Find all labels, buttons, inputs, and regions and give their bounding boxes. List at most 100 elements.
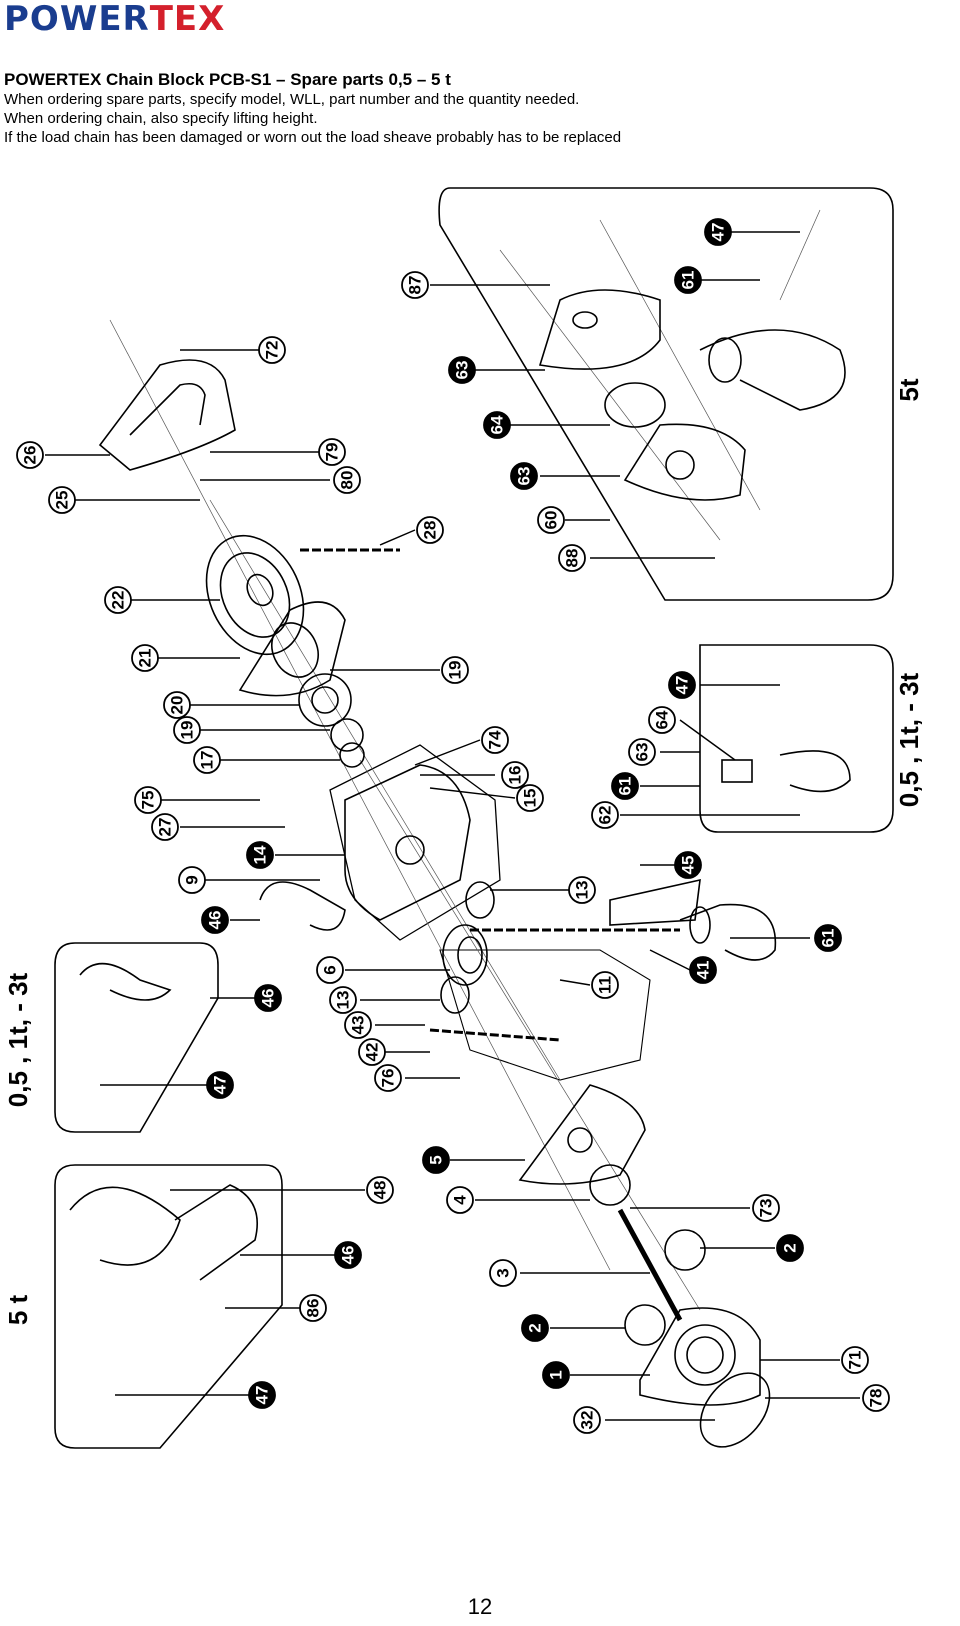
page-number: 12 (467, 1594, 493, 1619)
part-number-label: 42 (363, 1043, 382, 1062)
part-callout-61: 61 (814, 924, 842, 952)
callout-circle (422, 1146, 450, 1174)
part-number-label: 1 (547, 1370, 566, 1379)
part-number-label: 79 (323, 443, 342, 462)
part-number-label: 46 (206, 911, 225, 930)
part-callout-6: 6 (316, 956, 344, 984)
part-number-label: 47 (253, 1386, 272, 1405)
part-callout-2: 2 (521, 1314, 549, 1342)
part-callout-86: 86 (299, 1294, 327, 1322)
callout-circle (318, 438, 346, 466)
callout-circle (689, 956, 717, 984)
callout-circle (591, 971, 619, 999)
part-callout-19: 19 (173, 716, 201, 744)
part-callout-72: 72 (258, 336, 286, 364)
part-callout-17: 17 (193, 746, 221, 774)
callout-circle (206, 1071, 234, 1099)
callout-circle (316, 956, 344, 984)
part-callout-47: 47 (704, 218, 732, 246)
callout-circle (163, 691, 191, 719)
part-callout-27: 27 (151, 813, 179, 841)
part-number-label: 64 (488, 415, 507, 434)
instruction-line-3: If the load chain has been damaged or wo… (4, 129, 622, 146)
callout-circle (481, 726, 509, 754)
callout-circle (193, 746, 221, 774)
part-number-label: 22 (109, 591, 128, 610)
callout-circle (173, 716, 201, 744)
part-number-label: 48 (371, 1181, 390, 1200)
part-callout-64: 64 (648, 706, 676, 734)
document-header: POWERTEX Chain Block PCB-S1 – Spare part… (4, 70, 944, 147)
callout-circle (648, 706, 676, 734)
callout-circle (611, 772, 639, 800)
callout-circle (104, 586, 132, 614)
callout-circle (814, 924, 842, 952)
part-number-label: 17 (198, 751, 217, 770)
callout-circle (752, 1194, 780, 1222)
part-number-label: 32 (578, 1411, 597, 1430)
part-number-label: 76 (379, 1069, 398, 1088)
callout-circle (16, 441, 44, 469)
part-callout-4: 4 (446, 1186, 474, 1214)
part-number-label: 28 (421, 521, 440, 540)
part-callout-74: 74 (481, 726, 509, 754)
part-number-label: 2 (781, 1243, 800, 1252)
part-number-label: 3 (494, 1268, 513, 1277)
part-number-label: 61 (819, 929, 838, 948)
part-number-label: 61 (679, 271, 698, 290)
part-number-label: 63 (515, 467, 534, 486)
callout-circle (248, 1381, 276, 1409)
part-callout-71: 71 (841, 1346, 869, 1374)
callout-circle (358, 1038, 386, 1066)
part-callout-32: 32 (573, 1406, 601, 1434)
part-callout-42: 42 (358, 1038, 386, 1066)
callout-circle (201, 906, 229, 934)
part-callout-2: 2 (776, 1234, 804, 1262)
callout-circle (521, 1314, 549, 1342)
part-number-label: 19 (446, 661, 465, 680)
part-callout-60: 60 (537, 506, 565, 534)
part-callout-64: 64 (483, 411, 511, 439)
part-callout-41: 41 (689, 956, 717, 984)
exploded-parts-diagram: 8747617263267964802563608828222119472019… (3, 187, 924, 1449)
instruction-line-2: When ordering chain, also specify liftin… (4, 110, 318, 127)
caption-small-left: 0,5 , 1t, - 3t (3, 972, 33, 1107)
callout-circle (573, 1406, 601, 1434)
callout-circle (299, 1294, 327, 1322)
part-callout-19: 19 (441, 656, 469, 684)
part-callout-21: 21 (131, 644, 159, 672)
part-number-label: 74 (486, 730, 505, 749)
callout-circle (591, 801, 619, 829)
part-number-label: 25 (53, 491, 72, 510)
lower-body-outline (439, 949, 651, 1081)
part-callout-46: 46 (254, 984, 282, 1012)
part-callout-47: 47 (668, 671, 696, 699)
callout-circle (258, 336, 286, 364)
part-callout-80: 80 (333, 466, 361, 494)
part-number-label: 11 (596, 976, 615, 994)
part-number-label: 78 (867, 1389, 886, 1408)
callout-circle (48, 486, 76, 514)
callout-circle (151, 813, 179, 841)
part-callout-5: 5 (422, 1146, 450, 1174)
part-callout-16: 16 (501, 761, 529, 789)
callout-circle (501, 761, 529, 789)
callout-circle (776, 1234, 804, 1262)
inset-box-small-right (699, 644, 894, 833)
callout-circle (131, 644, 159, 672)
part-number-label: 63 (453, 361, 472, 380)
part-callout-46: 46 (201, 906, 229, 934)
callout-circle (401, 271, 429, 299)
part-number-label: 62 (596, 806, 615, 825)
part-number-label: 64 (653, 710, 672, 729)
part-callout-61: 61 (674, 266, 702, 294)
part-callout-87: 87 (401, 271, 429, 299)
callout-circle (334, 1241, 362, 1269)
callout-circle (441, 656, 469, 684)
callout-circle (366, 1176, 394, 1204)
callout-circle (841, 1346, 869, 1374)
part-callout-25: 25 (48, 486, 76, 514)
part-number-label: 6 (321, 965, 340, 974)
callout-circle (542, 1361, 570, 1389)
